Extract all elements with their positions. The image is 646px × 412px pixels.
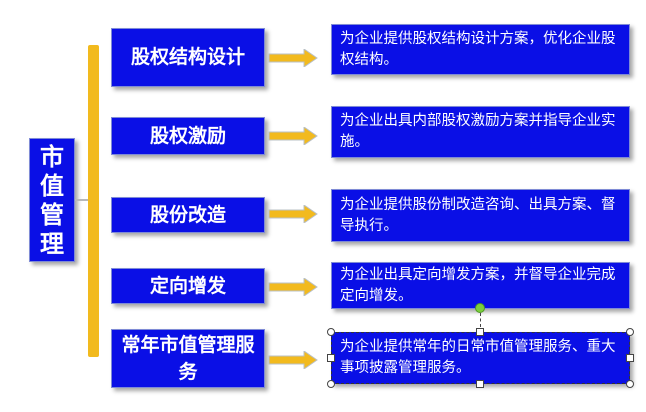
resize-handle-right[interactable] <box>626 354 634 362</box>
resize-handle-top-left[interactable] <box>327 328 335 336</box>
rotation-handle[interactable] <box>475 303 485 313</box>
category-box-private-placement: 定向增发 <box>111 268 265 304</box>
resize-handle-bottom-left[interactable] <box>327 380 335 388</box>
description-text: 为企业出具定向增发方案，并督导企业完成定向增发。 <box>340 266 616 304</box>
resize-handle-bottom-right[interactable] <box>626 380 634 388</box>
description-box: 为企业出具内部股权激励方案并指导企业实施。 <box>331 106 630 158</box>
right-arrow-icon <box>268 205 318 223</box>
resize-handle-top[interactable] <box>476 328 484 336</box>
category-label: 常年市值管理服务 <box>121 333 255 383</box>
category-box-market-cap-service: 常年市值管理服务 <box>111 329 265 388</box>
category-label: 股份改造 <box>149 203 226 226</box>
right-arrow-icon <box>268 127 318 145</box>
right-arrow-icon <box>268 49 318 67</box>
vertical-bracket-bar <box>88 45 99 357</box>
category-label: 股权激励 <box>149 124 226 147</box>
category-box-share-reform: 股份改造 <box>111 197 265 233</box>
resize-handle-left[interactable] <box>327 354 335 362</box>
resize-handle-bottom[interactable] <box>476 380 484 388</box>
rotation-connector <box>480 313 481 327</box>
description-text: 为企业提供股权结构设计方案，优化企业股权结构。 <box>340 30 616 68</box>
description-box: 为企业出具定向增发方案，并督导企业完成定向增发。 <box>331 262 630 309</box>
root-connector <box>75 199 88 201</box>
description-box-selected[interactable]: 为企业提供常年的日常市值管理服务、重大事项披露管理服务。 <box>331 332 630 384</box>
root-box: 市值管理 <box>29 138 75 262</box>
right-arrow-icon <box>268 278 318 296</box>
right-arrow-icon <box>268 351 318 369</box>
category-box-equity-incentive: 股权激励 <box>111 117 265 155</box>
description-text: 为企业提供股份制改造咨询、出具方案、督导执行。 <box>340 196 616 234</box>
description-text: 为企业提供常年的日常市值管理服务、重大事项披露管理服务。 <box>340 339 616 376</box>
description-text: 为企业出具内部股权激励方案并指导企业实施。 <box>340 113 616 150</box>
category-label: 定向增发 <box>149 274 226 297</box>
category-label: 股权结构设计 <box>130 46 245 68</box>
description-box: 为企业提供股权结构设计方案，优化企业股权结构。 <box>331 24 630 75</box>
root-label: 市值管理 <box>40 142 64 258</box>
description-box: 为企业提供股份制改造咨询、出具方案、督导执行。 <box>331 189 630 242</box>
resize-handle-top-right[interactable] <box>626 328 634 336</box>
category-box-equity-structure: 股权结构设计 <box>111 28 265 87</box>
